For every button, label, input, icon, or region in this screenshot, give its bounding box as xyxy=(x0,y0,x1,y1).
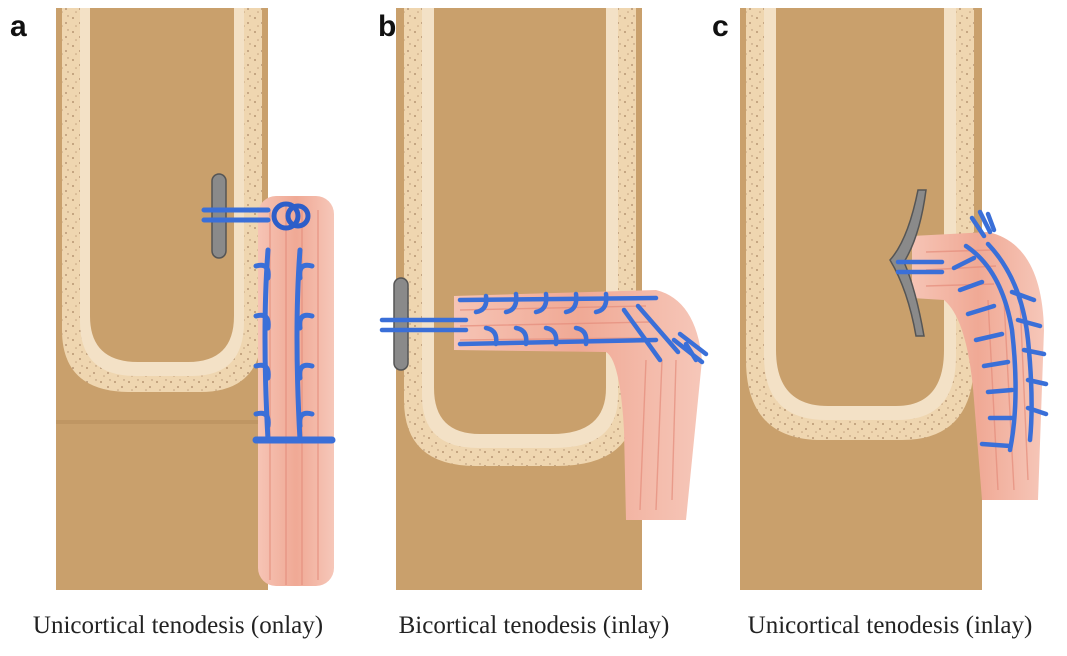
panel-a: a Unicortical tenodesis (o xyxy=(0,0,356,656)
caption-c: Unicortical tenodesis (inlay) xyxy=(712,612,1067,640)
cortical-button-icon xyxy=(394,278,408,370)
caption-b: Bicortical tenodesis (inlay) xyxy=(356,612,712,640)
bone-icon xyxy=(56,8,268,590)
cortical-button-icon xyxy=(212,174,226,258)
caption-a: Unicortical tenodesis (onlay) xyxy=(0,612,356,640)
panel-b-illustration xyxy=(356,0,712,610)
panel-a-illustration xyxy=(0,0,356,610)
panel-b: b Bicortical tenodesis (inlay) xyxy=(356,0,712,656)
panel-c-illustration xyxy=(712,0,1067,610)
panel-c: c Unicortical tenodesis (inlay) xyxy=(712,0,1067,656)
